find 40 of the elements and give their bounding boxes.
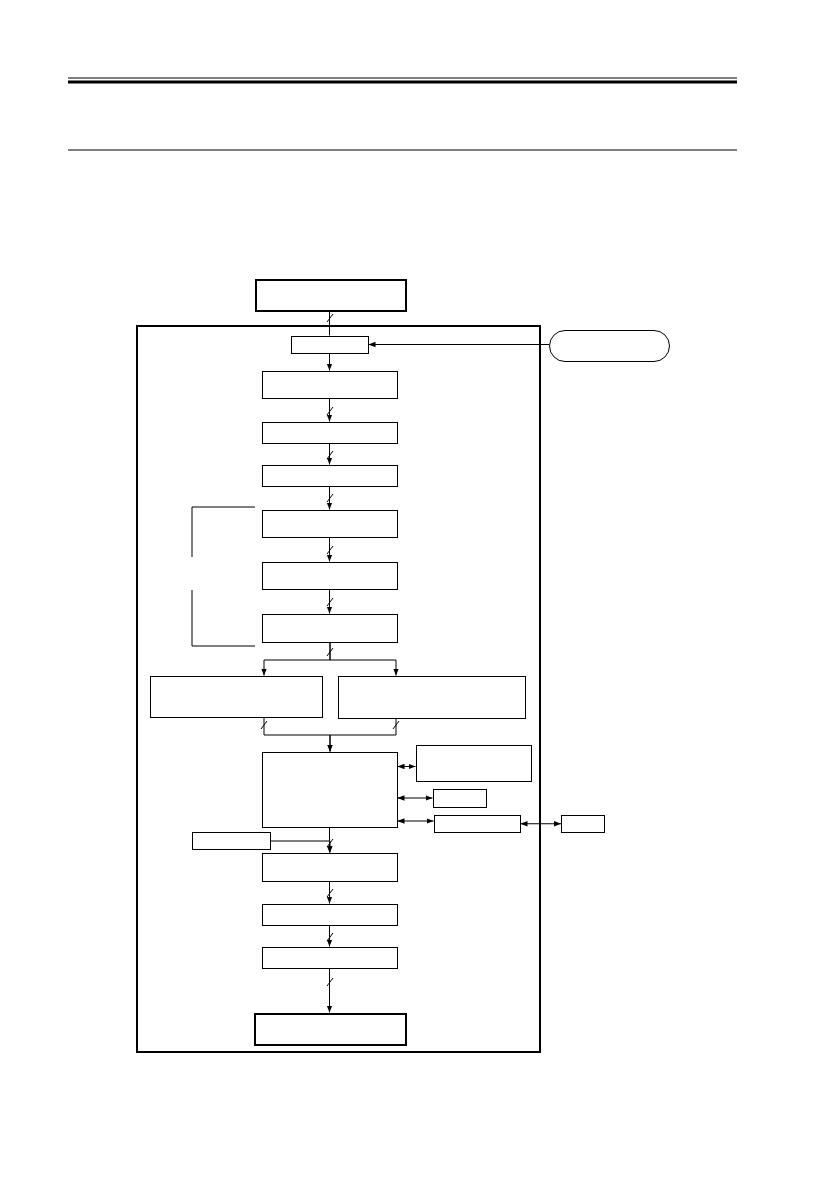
arrow <box>397 763 416 770</box>
process-box <box>561 815 605 833</box>
process-box <box>261 613 398 643</box>
arrow <box>326 968 334 1013</box>
process-box <box>261 561 398 590</box>
arrow <box>326 881 334 904</box>
arrow <box>326 443 334 465</box>
arrow <box>397 818 434 824</box>
process-box <box>191 831 271 850</box>
arrow <box>326 827 334 853</box>
frame-box <box>136 325 541 1053</box>
arrow <box>327 718 400 752</box>
arrow <box>368 341 550 348</box>
process-box <box>290 335 369 354</box>
arrow <box>326 353 333 371</box>
arrow <box>326 589 334 614</box>
process-box <box>253 1012 407 1046</box>
arrow <box>329 642 399 676</box>
process-box <box>261 421 398 444</box>
process-box <box>261 751 398 828</box>
process-box <box>261 903 398 926</box>
arrow <box>326 398 334 422</box>
arrow <box>397 795 433 801</box>
process-box <box>415 744 532 782</box>
arrow <box>326 486 334 510</box>
process-box <box>261 370 398 399</box>
process-box <box>149 675 323 718</box>
arrow <box>326 925 334 947</box>
arrow <box>270 840 333 853</box>
process-box <box>261 946 398 969</box>
process-box <box>261 852 398 882</box>
process-box <box>432 788 487 808</box>
arrow <box>520 820 562 827</box>
process-box <box>261 464 398 487</box>
connector-line <box>326 311 334 336</box>
process-box <box>433 814 521 833</box>
process-box <box>255 279 407 312</box>
process-box <box>261 509 398 538</box>
arrow <box>326 537 334 562</box>
process-box <box>337 675 526 719</box>
